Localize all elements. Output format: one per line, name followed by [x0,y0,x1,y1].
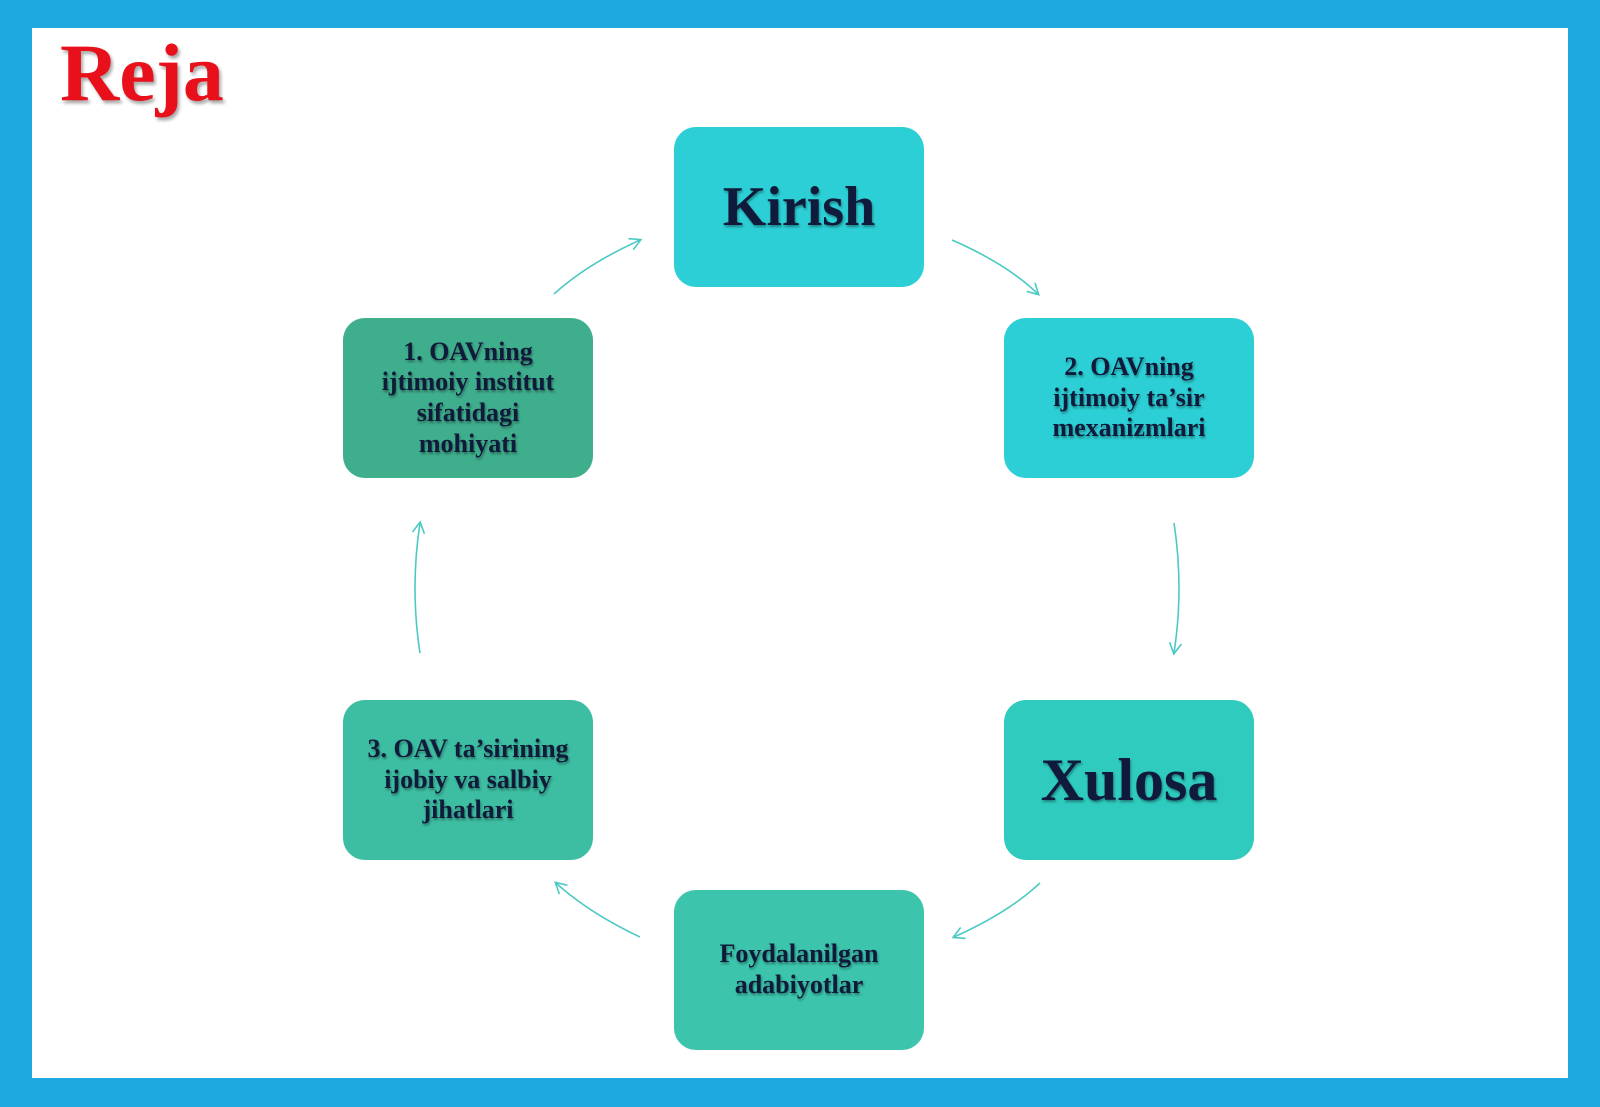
node-xulosa: Xulosa [1004,700,1254,860]
arrow-item3-to-item1 [411,520,426,654]
node-item2: 2. OAVning ijtimoiy ta’sir mexanizmlari [1004,318,1254,478]
node-item1: 1. OAVning ijtimoiy institut sifatidagi … [343,318,593,478]
cycle-arrows [411,237,1183,940]
node-kirish-label: Kirish [722,175,876,238]
arrow-xulosa-to-adabiyotlar [951,882,1041,940]
node-item2-label: 2. OAVning ijtimoiy ta’sir mexanizmlari [1052,351,1206,443]
node-kirish: Kirish [674,127,924,287]
node-xulosa-label: Xulosa [1040,746,1218,813]
node-item3: 3. OAV ta’sirining ijobiy va salbiy jiha… [343,700,593,860]
arrow-adabiyotlar-to-item3 [554,881,641,938]
node-adabiyotlar-label: Foydalanilgan adabiyotlar [719,939,879,999]
slide: Reja Kirish 2. OAVning ijtimoiy ta’sir m… [32,28,1568,1078]
node-item1-label: 1. OAVning ijtimoiy institut sifatidagi … [381,336,555,458]
node-adabiyotlar: Foydalanilgan adabiyotlar [674,890,924,1050]
arrow-item2-to-xulosa [1168,522,1183,656]
arrow-kirish-to-item2 [951,239,1040,296]
arrow-item1-to-kirish [553,237,643,295]
node-item3-label: 3. OAV ta’sirining ijobiy va salbiy jiha… [367,733,569,825]
slide-title: Reja [60,28,224,118]
